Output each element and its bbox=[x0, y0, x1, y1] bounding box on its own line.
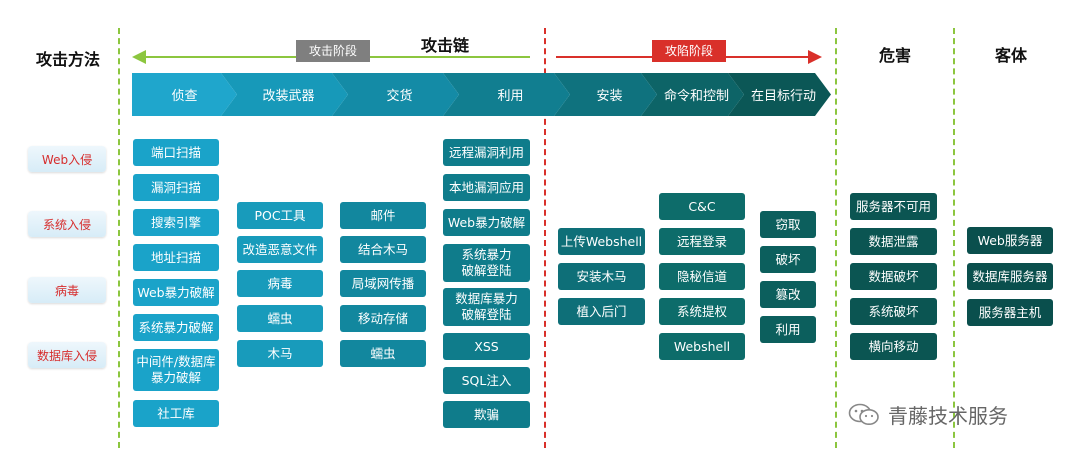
action-item: 利用 bbox=[760, 316, 816, 343]
object-header: 客体 bbox=[994, 46, 1027, 65]
chain-step-label: 命令和控制 bbox=[663, 89, 729, 104]
delivery-item: 局域网传播 bbox=[340, 270, 426, 297]
delivery-item: 邮件 bbox=[340, 202, 426, 229]
weapon-item: 病毒 bbox=[237, 270, 323, 297]
action-item: 窃取 bbox=[760, 211, 816, 238]
method-database: 数据库入侵 bbox=[28, 342, 106, 368]
exploit-item: 数据库暴力 破解登陆 bbox=[443, 288, 530, 326]
compromise-phase-tag: 攻陷阶段 bbox=[652, 40, 726, 62]
harm-item: 数据泄露 bbox=[850, 228, 937, 255]
recon-item: 搜索引擎 bbox=[133, 209, 219, 236]
harm-item: 横向移动 bbox=[850, 333, 937, 360]
chain-step: 利用 bbox=[443, 73, 570, 116]
c2-item: 隐秘信道 bbox=[659, 263, 745, 290]
delivery-item: 蠕虫 bbox=[340, 340, 426, 367]
chain-step-label: 利用 bbox=[497, 89, 524, 104]
chain-step-label: 安装 bbox=[596, 89, 623, 104]
recon-item: 中间件/数据库 暴力破解 bbox=[133, 349, 219, 391]
method-system: 系统入侵 bbox=[28, 211, 106, 237]
method-virus: 病毒 bbox=[28, 277, 106, 303]
chain-step-label: 侦查 bbox=[171, 89, 198, 104]
action-item: 篡改 bbox=[760, 281, 816, 308]
c2-item: 系统提权 bbox=[659, 298, 745, 325]
exploit-item: XSS bbox=[443, 333, 530, 360]
separator-phase bbox=[544, 28, 546, 448]
watermark: 青藤技术服务 bbox=[848, 400, 1008, 429]
chain-step: 改装武器 bbox=[221, 73, 348, 116]
recon-item: 社工库 bbox=[133, 400, 219, 427]
object-item: 数据库服务器 bbox=[967, 263, 1053, 290]
object-item: 服务器主机 bbox=[967, 299, 1053, 326]
weapon-item: 木马 bbox=[237, 340, 323, 367]
harm-header: 危害 bbox=[878, 46, 911, 65]
c2-item: 远程登录 bbox=[659, 228, 745, 255]
recon-item: 系统暴力破解 bbox=[133, 314, 219, 341]
delivery-item: 结合木马 bbox=[340, 236, 426, 263]
chain-step: 安装 bbox=[554, 73, 657, 116]
exploit-item: 系统暴力 破解登陆 bbox=[443, 244, 530, 282]
chain-step: 在目标行动 bbox=[728, 73, 831, 116]
install-item: 上传Webshell bbox=[558, 228, 645, 255]
recon-item: Web暴力破解 bbox=[133, 279, 219, 306]
c2-item: C&C bbox=[659, 193, 745, 220]
harm-item: 数据破坏 bbox=[850, 263, 937, 290]
watermark-text: 青藤技术服务 bbox=[888, 404, 1008, 428]
exploit-item: SQL注入 bbox=[443, 367, 530, 394]
chain-header: 攻击链 bbox=[420, 36, 469, 55]
chain-step-label: 改装武器 bbox=[262, 89, 315, 104]
recon-item: 端口扫描 bbox=[133, 139, 219, 166]
object-item: Web服务器 bbox=[967, 227, 1053, 254]
separator-harm bbox=[835, 28, 837, 448]
exploit-item: 远程漏洞利用 bbox=[443, 139, 530, 166]
methods-header: 攻击方法 bbox=[35, 50, 100, 69]
weapon-item: POC工具 bbox=[237, 202, 323, 229]
recon-item: 漏洞扫描 bbox=[133, 174, 219, 201]
exploit-item: Web暴力破解 bbox=[443, 209, 530, 236]
weapon-item: 蠕虫 bbox=[237, 305, 323, 332]
recon-item: 地址扫描 bbox=[133, 244, 219, 271]
harm-item: 系统破坏 bbox=[850, 298, 937, 325]
separator-object bbox=[953, 28, 955, 448]
chain-step: 交货 bbox=[332, 73, 459, 116]
chain-step-label: 交货 bbox=[386, 89, 413, 104]
method-web: Web入侵 bbox=[28, 146, 106, 172]
wechat-icon bbox=[848, 403, 879, 425]
chain-step: 命令和控制 bbox=[641, 73, 744, 116]
attack-phase-tag: 攻击阶段 bbox=[296, 40, 370, 62]
chain-step-label: 在目标行动 bbox=[750, 89, 816, 104]
c2-item: Webshell bbox=[659, 333, 745, 360]
install-item: 植入后门 bbox=[558, 298, 645, 325]
install-item: 安装木马 bbox=[558, 263, 645, 290]
harm-item: 服务器不可用 bbox=[850, 193, 937, 220]
delivery-item: 移动存储 bbox=[340, 305, 426, 332]
weapon-item: 改造恶意文件 bbox=[237, 236, 323, 263]
chain-step: 侦查 bbox=[132, 73, 237, 116]
exploit-item: 欺骗 bbox=[443, 401, 530, 428]
action-item: 破坏 bbox=[760, 246, 816, 273]
exploit-item: 本地漏洞应用 bbox=[443, 174, 530, 201]
separator-methods bbox=[118, 28, 120, 448]
